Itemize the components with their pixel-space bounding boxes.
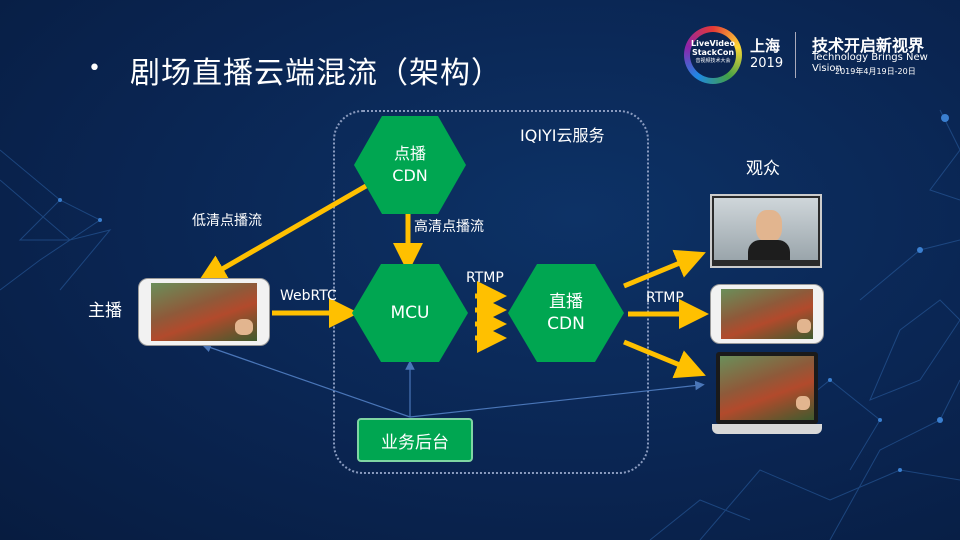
- anchor-face-thumbnail: [235, 319, 253, 335]
- title-bullet: •: [88, 56, 101, 81]
- monitor-shirt: [748, 240, 790, 260]
- monitor-face: [756, 210, 782, 242]
- logo-divider: [795, 32, 796, 78]
- vod-cdn-line1: 点播: [393, 144, 426, 163]
- audience-laptop-image: [712, 352, 822, 440]
- anchor-label: 主播: [88, 301, 122, 321]
- logo-line1: LiveVideo: [691, 39, 735, 48]
- anchor-phone-image: [138, 278, 270, 346]
- arrow-vod-to-anchor: [197, 183, 368, 284]
- mcu-label: MCU: [390, 303, 430, 323]
- cloud-service-label: IQIYI云服务: [520, 126, 605, 145]
- audience-label: 观众: [746, 159, 780, 179]
- conference-slogan-en: Technology Brings New Vision: [812, 52, 928, 74]
- conference-slogan: 技术开启新视界: [812, 36, 925, 55]
- conference-year: 2019: [750, 56, 784, 71]
- arrow-live-to-audience-3: [623, 339, 706, 379]
- logo-line2: StackCon: [691, 48, 735, 57]
- audience-monitor-image: [710, 194, 822, 268]
- label-high-vod-stream: 高清点播流: [414, 219, 484, 235]
- label-webrtc: WebRTC: [280, 288, 337, 304]
- label-low-vod-stream: 低清点播流: [192, 213, 262, 229]
- backend-label: 业务后台: [381, 432, 449, 453]
- live-cdn-line2: CDN: [547, 314, 585, 334]
- audience-phone-face: [797, 319, 811, 333]
- business-backend-node: 业务后台: [357, 418, 473, 462]
- laptop-face: [796, 396, 810, 410]
- vod-cdn-line2: CDN: [392, 166, 428, 185]
- laptop-base: [712, 424, 822, 434]
- mcu-node: MCU: [352, 264, 468, 362]
- audience-phone-image: [710, 284, 824, 344]
- slide-title: 剧场直播云端混流（架构）: [130, 56, 502, 91]
- conference-city: 上海: [750, 37, 781, 55]
- logo-line3: 音视频技术大会: [695, 58, 731, 64]
- arrow-backend-to-anchor: [201, 343, 411, 418]
- arrow-live-to-audience-1: [623, 249, 706, 289]
- cloud-service-boundary: [333, 110, 649, 474]
- live-cdn-line1: 直播: [549, 292, 583, 312]
- conference-date: 2019年4月19日-20日: [835, 67, 916, 76]
- conference-logo: LiveVideo StackCon 音视频技术大会: [690, 32, 736, 78]
- label-rtmp-out: RTMP: [646, 290, 684, 306]
- label-rtmp-in: RTMP: [466, 270, 504, 286]
- laptop-screen: [720, 356, 814, 420]
- arrow-backend-to-audience: [409, 380, 705, 418]
